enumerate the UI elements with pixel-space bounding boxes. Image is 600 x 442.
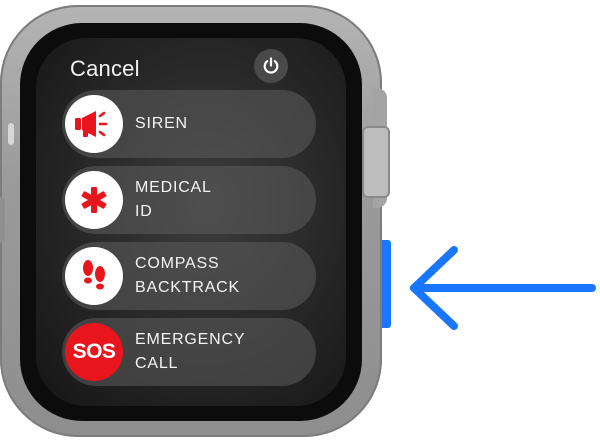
power-icon	[263, 57, 279, 74]
siren-slider[interactable]: SIREN	[62, 90, 316, 158]
medical-id-slider[interactable]: MEDICAL ID	[62, 166, 316, 234]
medical-asterisk-icon	[81, 187, 107, 213]
siren-megaphone-icon	[75, 111, 108, 137]
footprints-icon	[83, 260, 105, 290]
power-button[interactable]	[254, 49, 288, 83]
siren-slider-knob[interactable]	[65, 95, 123, 153]
compass-backtrack-label-line1: COMPASS	[135, 255, 220, 272]
action-button	[0, 197, 5, 243]
medical-id-label-line1: MEDICAL	[135, 179, 212, 196]
emergency-call-slider[interactable]: SOS EMERGENCY CALL	[62, 318, 316, 386]
sos-icon: SOS	[72, 340, 116, 363]
medical-id-label-line2: ID	[135, 203, 153, 220]
watch-screen: Cancel SIREN	[36, 38, 346, 406]
emergency-call-slider-knob[interactable]: SOS	[65, 323, 123, 381]
compass-backtrack-label-line2: BACKTRACK	[135, 279, 240, 296]
compass-backtrack-slider[interactable]: COMPASS BACKTRACK	[62, 242, 316, 310]
emergency-call-label-line1: EMERGENCY	[135, 331, 246, 348]
speaker-grille	[8, 123, 14, 145]
emergency-call-label-line2: CALL	[135, 355, 179, 372]
medical-id-slider-knob[interactable]	[65, 171, 123, 229]
side-button-highlighted[interactable]	[382, 240, 391, 328]
digital-crown[interactable]	[362, 126, 390, 198]
cancel-button[interactable]: Cancel	[70, 56, 140, 81]
siren-label: SIREN	[135, 115, 188, 132]
compass-backtrack-slider-knob[interactable]	[65, 247, 123, 305]
arrow-left-icon	[410, 246, 596, 330]
